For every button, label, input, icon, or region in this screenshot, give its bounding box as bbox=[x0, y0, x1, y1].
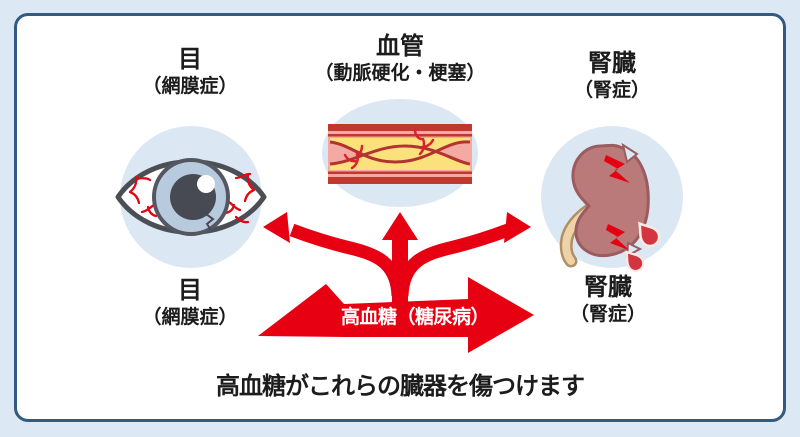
banner-arrow bbox=[258, 277, 534, 353]
label-eye-top-subtitle: （網膜症） bbox=[142, 75, 238, 97]
iris-crack bbox=[205, 213, 215, 231]
caption-text: 高血糖がこれらの臓器を傷つけます bbox=[216, 373, 585, 400]
label-kidney-top-subtitle: （腎症） bbox=[573, 79, 650, 101]
kidney-illustration bbox=[541, 126, 683, 273]
arrow-stem bbox=[392, 236, 408, 306]
plaque-top bbox=[330, 138, 470, 162]
blood-drop-1 bbox=[638, 221, 661, 248]
kidney-crack-notch-top bbox=[621, 142, 639, 164]
label-eye-mid-subtitle: （網膜症） bbox=[142, 306, 238, 328]
vessel-wall-top bbox=[328, 124, 472, 131]
label-kidney-mid-subtitle: （腎症） bbox=[569, 303, 646, 325]
arrowhead-left-icon bbox=[263, 212, 290, 243]
eye-illustration bbox=[115, 126, 267, 268]
label-eye-mid: 目 （網膜症） bbox=[110, 277, 270, 328]
label-vessel-top-title: 血管 bbox=[376, 33, 424, 60]
vessel-cracks bbox=[343, 128, 435, 170]
banner-arrow-shape bbox=[258, 277, 534, 353]
label-kidney-top: 腎臓 （腎症） bbox=[532, 50, 692, 101]
plaque-top-edge bbox=[329, 140, 471, 164]
lightning-bolt-top bbox=[604, 155, 630, 183]
label-vessel-top-subtitle: （動脈硬化・梗塞） bbox=[314, 62, 486, 84]
label-eye-top: 目 （網膜症） bbox=[110, 46, 270, 97]
vessel-wall-top-inner-line bbox=[328, 134, 472, 137]
label-eye-mid-title: 目 bbox=[178, 277, 202, 304]
plaque-bottom-edge bbox=[329, 144, 471, 166]
lightning-bolt-bottom bbox=[606, 224, 629, 250]
label-kidney-mid: 腎臓 （腎症） bbox=[528, 274, 688, 325]
label-eye-top-title: 目 bbox=[178, 46, 202, 73]
label-kidney-top-title: 腎臓 bbox=[588, 50, 636, 77]
label-kidney-mid-title: 腎臓 bbox=[584, 274, 632, 301]
blood-vessel-illustration bbox=[322, 99, 478, 207]
blood-drop-2 bbox=[625, 250, 645, 273]
vessel-wall-bottom bbox=[328, 177, 472, 184]
pupil-highlight bbox=[197, 175, 215, 193]
vessel-wall-bottom-inner-line bbox=[328, 171, 472, 174]
arrowhead-up-icon bbox=[382, 212, 418, 240]
arrowhead-right-icon bbox=[504, 212, 531, 243]
label-vessel-top: 血管 （動脈硬化・梗塞） bbox=[290, 33, 510, 84]
banner-label: 高血糖（糖尿病） bbox=[340, 307, 490, 328]
branching-arrows bbox=[263, 212, 531, 306]
